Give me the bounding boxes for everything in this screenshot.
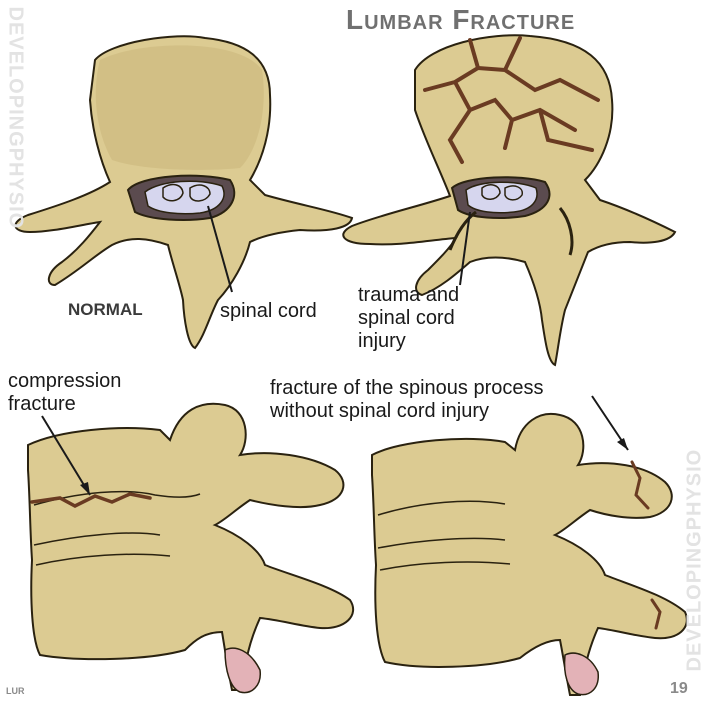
spinous-fracture-illustration <box>371 395 688 696</box>
compression-fracture-illustration <box>27 402 355 694</box>
spinous-fracture-label: fracture of the spinous process without … <box>270 377 544 422</box>
page-number: 19 <box>670 680 688 697</box>
compression-fracture-label: compression fracture <box>8 370 122 415</box>
normal-vertebra-illustration <box>14 35 354 350</box>
trauma-vertebra-illustration <box>342 34 677 367</box>
spinal-cord-label: spinal cord <box>220 300 317 322</box>
trauma-label: trauma and spinal cord injury <box>358 284 460 352</box>
corner-initials: LUR <box>6 686 25 696</box>
normal-label: NORMAL <box>68 300 143 319</box>
page-title: Lumbar Fracture <box>346 4 576 35</box>
watermark-left: DEVELOPINGPHYSIO <box>4 6 27 230</box>
watermark-right: DEVELOPINGPHYSIO <box>683 448 702 672</box>
